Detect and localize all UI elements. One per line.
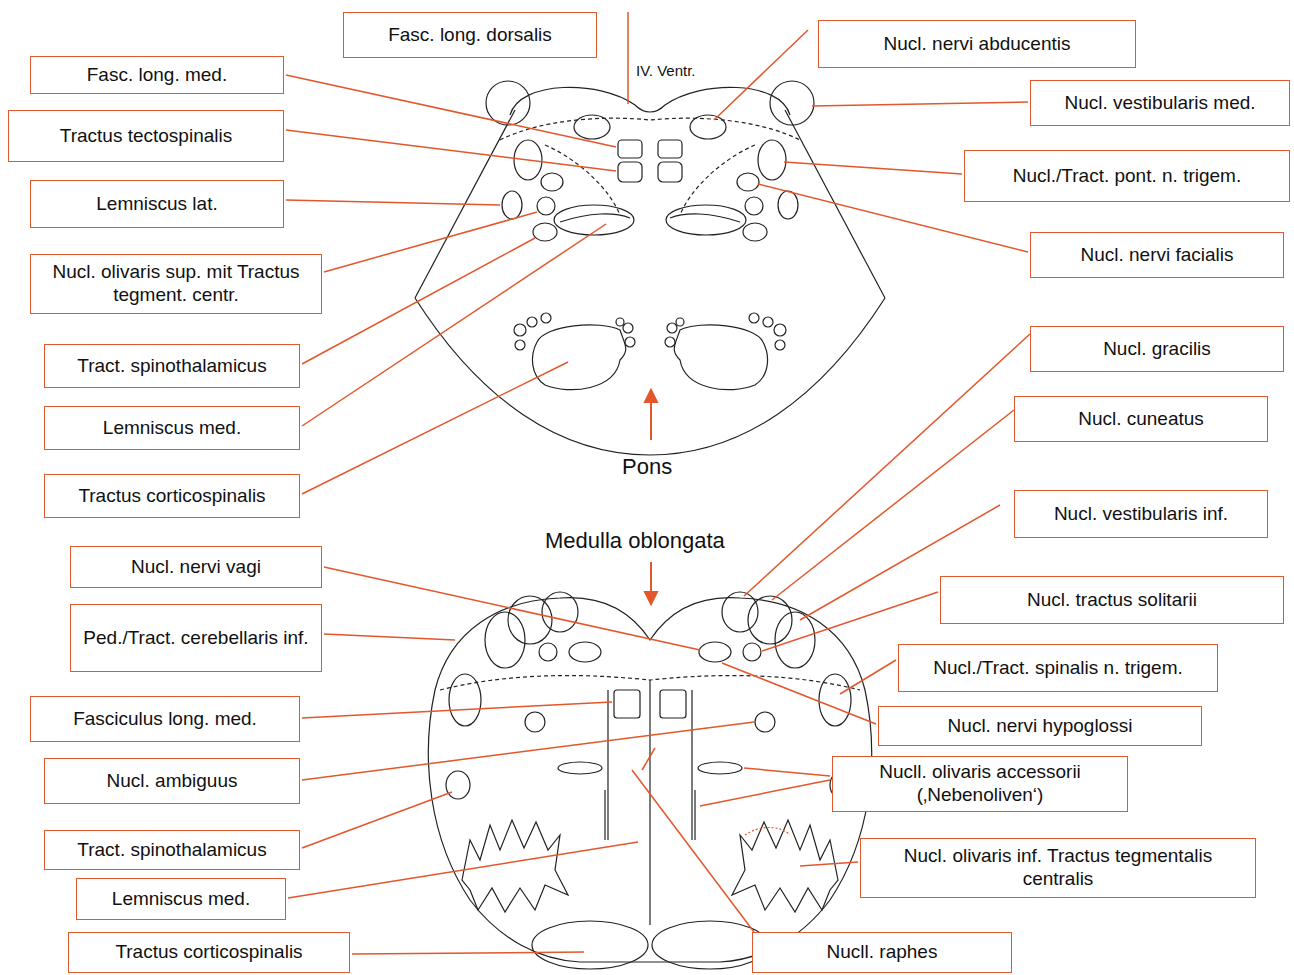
label-box: Nucl. vestibularis inf. bbox=[1014, 490, 1268, 538]
label-text: Tractus corticospinalis bbox=[115, 941, 302, 964]
label-text: Lemniscus lat. bbox=[96, 193, 217, 216]
label-box: Lemniscus med. bbox=[76, 878, 286, 920]
label-text: Tractus corticospinalis bbox=[78, 485, 265, 508]
label-box: Lemniscus med. bbox=[44, 406, 300, 450]
label-text: Nucl./Tract. pont. n. trigem. bbox=[1013, 165, 1241, 188]
label-text: Tract. spinothalamicus bbox=[77, 839, 266, 862]
section-label: Pons bbox=[622, 454, 672, 480]
label-box: Nucl. olivaris inf. Tractus tegmentalis … bbox=[860, 838, 1256, 898]
label-box: Tractus tectospinalis bbox=[8, 110, 284, 162]
label-text: Fasc. long. dorsalis bbox=[388, 24, 552, 47]
label-box: Nucl. nervi facialis bbox=[1030, 232, 1284, 278]
label-text: Ped./Tract. cerebellaris inf. bbox=[83, 627, 308, 650]
label-text: Nucll. raphes bbox=[827, 941, 938, 964]
label-box: Lemniscus lat. bbox=[30, 180, 284, 228]
label-text: Lemniscus med. bbox=[112, 888, 250, 911]
label-box: Nucl. nervi vagi bbox=[70, 546, 322, 588]
label-text: Nucl. vestibularis med. bbox=[1064, 92, 1255, 115]
label-text: Nucl. cuneatus bbox=[1078, 408, 1204, 431]
label-box: Tract. spinothalamicus bbox=[44, 830, 300, 870]
label-text: Nucl. ambiguus bbox=[107, 770, 238, 793]
section-arrows bbox=[645, 390, 657, 604]
label-box: Nucl. olivaris sup. mit Tractus tegment.… bbox=[30, 254, 322, 314]
label-box: Fasciculus long. med. bbox=[30, 696, 300, 742]
label-text: Nucl. vestibularis inf. bbox=[1054, 503, 1228, 526]
label-text: Nucl. gracilis bbox=[1103, 338, 1211, 361]
label-box: Tract. spinothalamicus bbox=[44, 344, 300, 388]
label-box: Nucll. raphes bbox=[752, 932, 1012, 973]
label-box: Nucl. ambiguus bbox=[44, 758, 300, 804]
label-box: Tractus corticospinalis bbox=[44, 474, 300, 518]
label-box: Nucl. tractus solitarii bbox=[940, 576, 1284, 624]
label-box: Fasc. long. med. bbox=[30, 56, 284, 94]
label-box: Ped./Tract. cerebellaris inf. bbox=[70, 604, 322, 672]
label-box: Fasc. long. dorsalis bbox=[343, 12, 597, 58]
label-text: Tractus tectospinalis bbox=[60, 125, 232, 148]
label-box: Nucl./Tract. pont. n. trigem. bbox=[964, 150, 1290, 202]
label-box: Nucl. nervi hypoglossi bbox=[878, 706, 1202, 746]
label-text: Nucl. nervi vagi bbox=[131, 556, 261, 579]
label-box: Nucl. gracilis bbox=[1030, 326, 1284, 372]
label-box: Nucll. olivaris accessorii (‚Nebenoliven… bbox=[832, 756, 1128, 812]
label-text: Nucl. olivaris inf. Tractus tegmentalis … bbox=[868, 845, 1248, 891]
label-text: Fasc. long. med. bbox=[87, 64, 227, 87]
leader-lines bbox=[286, 12, 1030, 954]
label-text: Fasciculus long. med. bbox=[73, 708, 257, 731]
section-label: IV. Ventr. bbox=[636, 62, 696, 79]
label-text: Nucl. tractus solitarii bbox=[1027, 589, 1197, 612]
label-text: Nucl./Tract. spinalis n. trigem. bbox=[933, 657, 1183, 680]
label-box: Nucl./Tract. spinalis n. trigem. bbox=[898, 644, 1218, 692]
label-box: Nucl. vestibularis med. bbox=[1030, 80, 1290, 126]
label-text: Nucll. olivaris accessorii (‚Nebenoliven… bbox=[840, 761, 1120, 807]
label-box: Nucl. nervi abducentis bbox=[818, 20, 1136, 68]
label-box: Tractus corticospinalis bbox=[68, 932, 350, 973]
label-text: Nucl. nervi abducentis bbox=[884, 33, 1071, 56]
label-text: Nucl. olivaris sup. mit Tractus tegment.… bbox=[38, 261, 314, 307]
label-text: Nucl. nervi facialis bbox=[1080, 244, 1233, 267]
label-text: Nucl. nervi hypoglossi bbox=[948, 715, 1133, 738]
label-text: Tract. spinothalamicus bbox=[77, 355, 266, 378]
label-box: Nucl. cuneatus bbox=[1014, 396, 1268, 442]
section-label: Medulla oblongata bbox=[545, 528, 725, 554]
label-text: Lemniscus med. bbox=[103, 417, 241, 440]
